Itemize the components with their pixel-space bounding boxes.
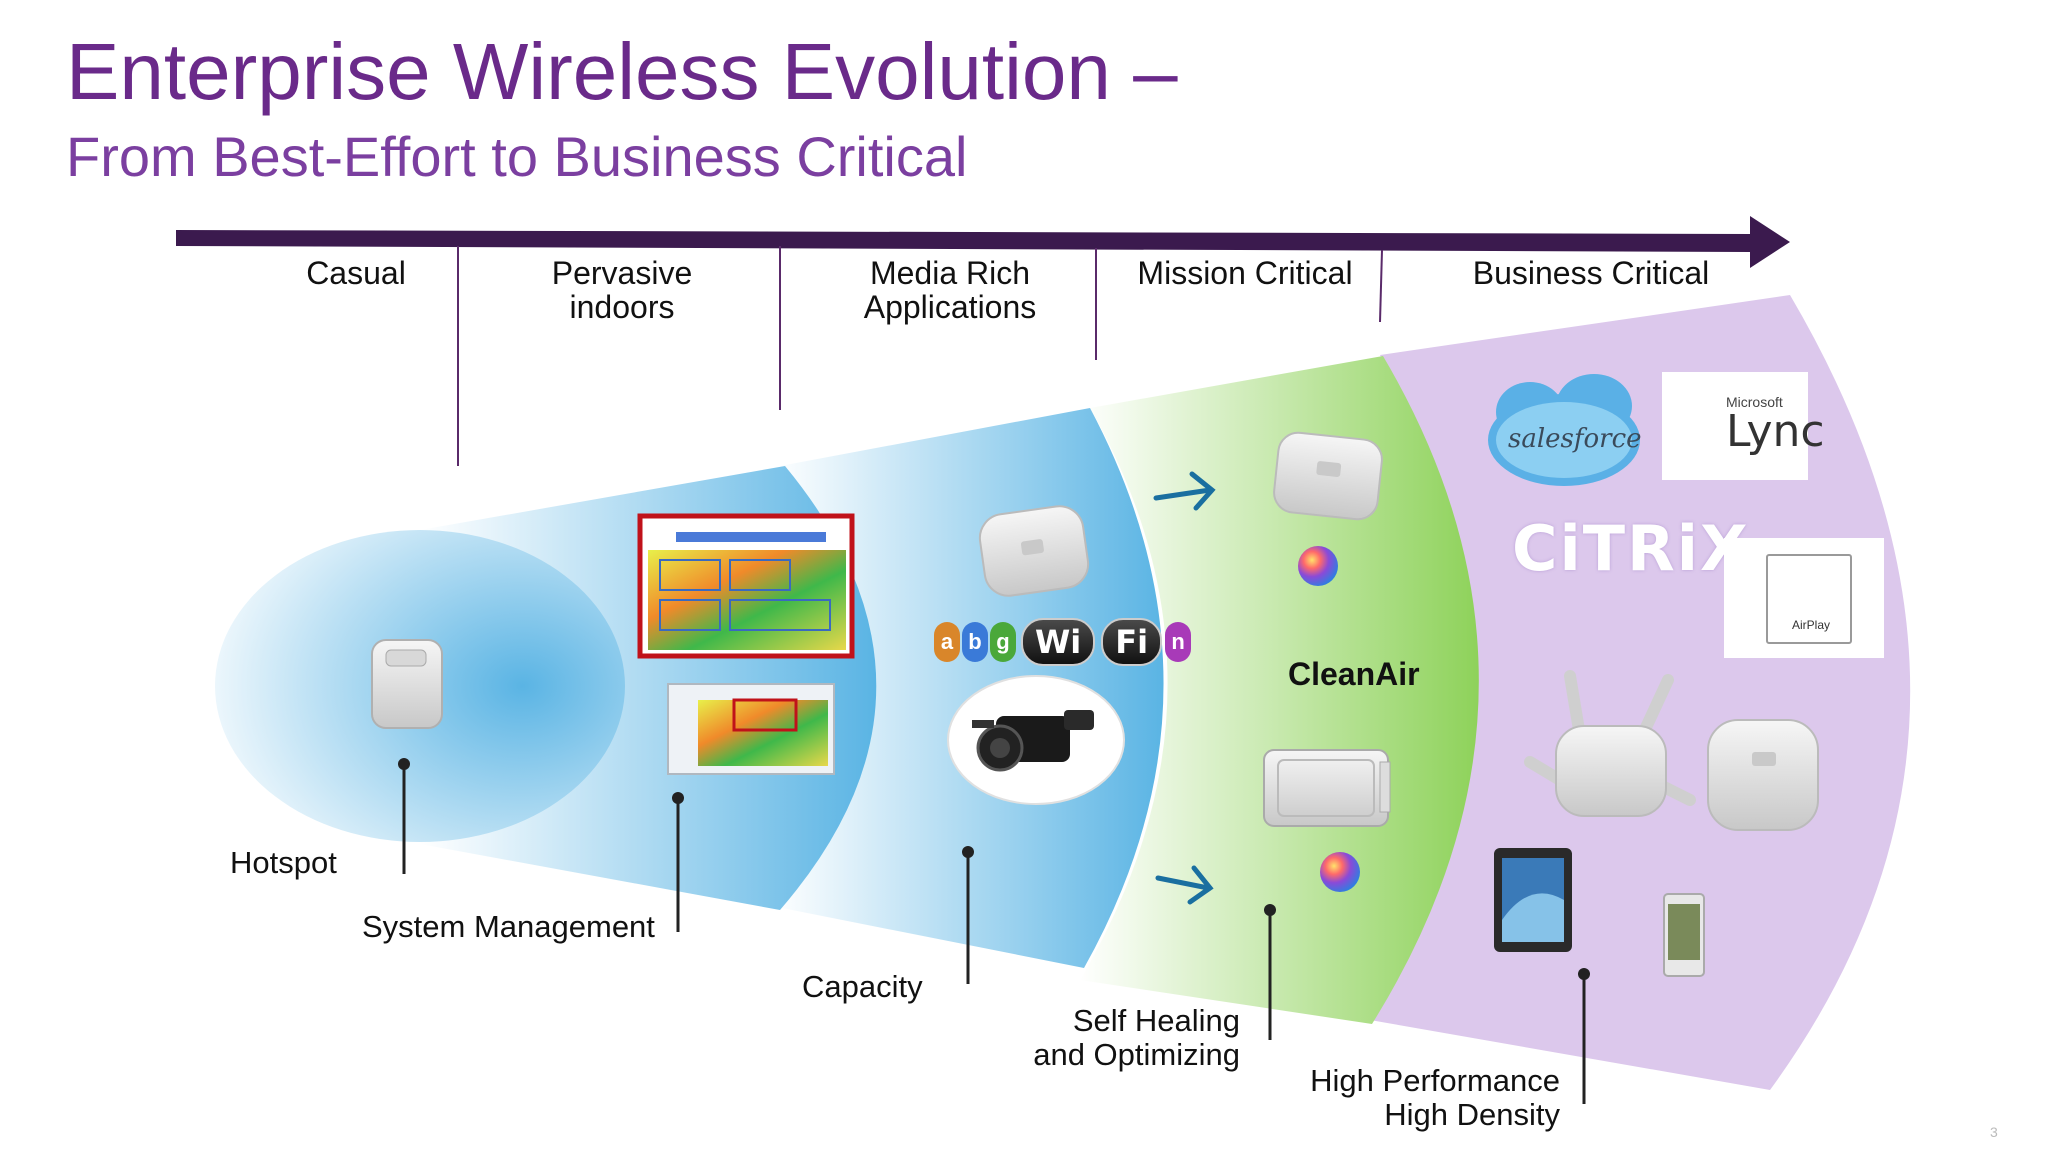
smartphone-icon	[1663, 893, 1705, 977]
wifi-letter-a: a	[934, 622, 960, 662]
stage-media-rich-applications: Media Rich Applications	[840, 256, 1060, 324]
tablet-icon	[1494, 848, 1572, 952]
callout-hotspot: Hotspot	[230, 846, 337, 880]
callout-self-healing-leader	[1264, 904, 1276, 1040]
citrix-logo: CiTRiX	[1512, 512, 1750, 585]
stage-pervasive-indoors: Pervasive indoors	[524, 256, 720, 324]
page-number: 3	[1990, 1124, 1998, 1140]
slide-subtitle: From Best-Effort to Business Critical	[66, 125, 968, 188]
callout-line1: Hotspot	[230, 845, 337, 880]
stage-label-line1: Business Critical	[1472, 255, 1710, 291]
wifi-word-fi: Fi	[1101, 618, 1163, 666]
wifi-letter-b: b	[962, 622, 988, 662]
access-point-3700-icon	[1707, 719, 1819, 831]
access-point-device-icon	[978, 505, 1090, 597]
cleanair-spectrum-orb-top-icon	[1298, 546, 1338, 586]
callout-system-management: System Management	[362, 910, 655, 944]
callout-line1: Capacity	[802, 969, 923, 1004]
zone-mission-critical	[1080, 356, 1479, 1024]
salesforce-logo: salesforce	[1488, 388, 1642, 490]
cleanair-spectrum-orb-bottom-icon	[1320, 852, 1360, 892]
callout-capacity: Capacity	[802, 970, 923, 1004]
arrow-right-bottom-icon	[1155, 865, 1214, 905]
stage-label-line1: Media Rich	[869, 255, 1031, 291]
salesforce-wordmark: salesforce	[1508, 424, 1642, 454]
callout-high-performance: High Performance High Density	[1290, 1064, 1560, 1132]
airplay-wordmark: AirPlay	[1791, 618, 1830, 632]
stage-divider-4	[1379, 249, 1383, 323]
stage-label-line1: Casual	[306, 255, 406, 291]
wifi-letter-g: g	[990, 622, 1016, 662]
airplay-logo: AirPlay	[1724, 538, 1884, 658]
wifi-standards-badge: a b g Wi Fi n	[934, 618, 1193, 666]
wifi-letter-n: n	[1165, 622, 1192, 662]
stage-label-line2: indoors	[569, 289, 675, 325]
stage-mission-critical: Mission Critical	[1130, 256, 1360, 290]
salesforce-cloud-icon	[1488, 374, 1640, 486]
cleanair-access-point-top-icon	[1273, 431, 1383, 521]
heatmap-screenshot-large	[637, 513, 855, 659]
hotspot-access-point-icon	[371, 639, 443, 729]
stage-casual: Casual	[290, 256, 422, 290]
lync-wordmark: Lync	[1726, 406, 1825, 457]
callout-self-healing: Self Healing and Optimizing	[1000, 1004, 1240, 1072]
callout-system-management-leader	[672, 792, 684, 932]
slide-title: Enterprise Wireless Evolution –	[66, 27, 1178, 116]
stage-label-line2: Applications	[863, 289, 1037, 325]
callout-line1: High Performance	[1310, 1063, 1560, 1098]
callout-line1: Self Healing	[1072, 1003, 1240, 1038]
microsoft-lync-logo: Microsoft Lync	[1662, 372, 1825, 480]
multi-antenna-access-point-icon	[1524, 670, 1696, 817]
timeline-arrow	[176, 216, 1790, 268]
arrow-right-top-icon	[1153, 471, 1216, 511]
wifi-word-wi: Wi	[1021, 618, 1096, 666]
stage-business-critical: Business Critical	[1456, 256, 1726, 290]
callout-capacity-leader	[962, 846, 974, 984]
callout-line1: System Management	[362, 909, 655, 944]
callout-line2: and Optimizing	[1033, 1037, 1240, 1072]
lync-microsoft-text: Microsoft	[1726, 394, 1783, 410]
callout-hotspot-leader	[398, 758, 410, 874]
cleanair-outdoor-access-point-icon	[1263, 749, 1391, 827]
stage-label-line1: Pervasive	[551, 255, 693, 291]
heatmap-screenshot-small	[667, 683, 835, 775]
callout-line2: High Density	[1384, 1097, 1560, 1132]
stage-label-line1: Mission Critical	[1137, 255, 1353, 291]
callout-high-performance-leader	[1578, 968, 1590, 1104]
airplay-frame: AirPlay	[1766, 554, 1852, 644]
video-camera-icon	[947, 675, 1125, 805]
cleanair-label: CleanAir	[1288, 656, 1420, 692]
